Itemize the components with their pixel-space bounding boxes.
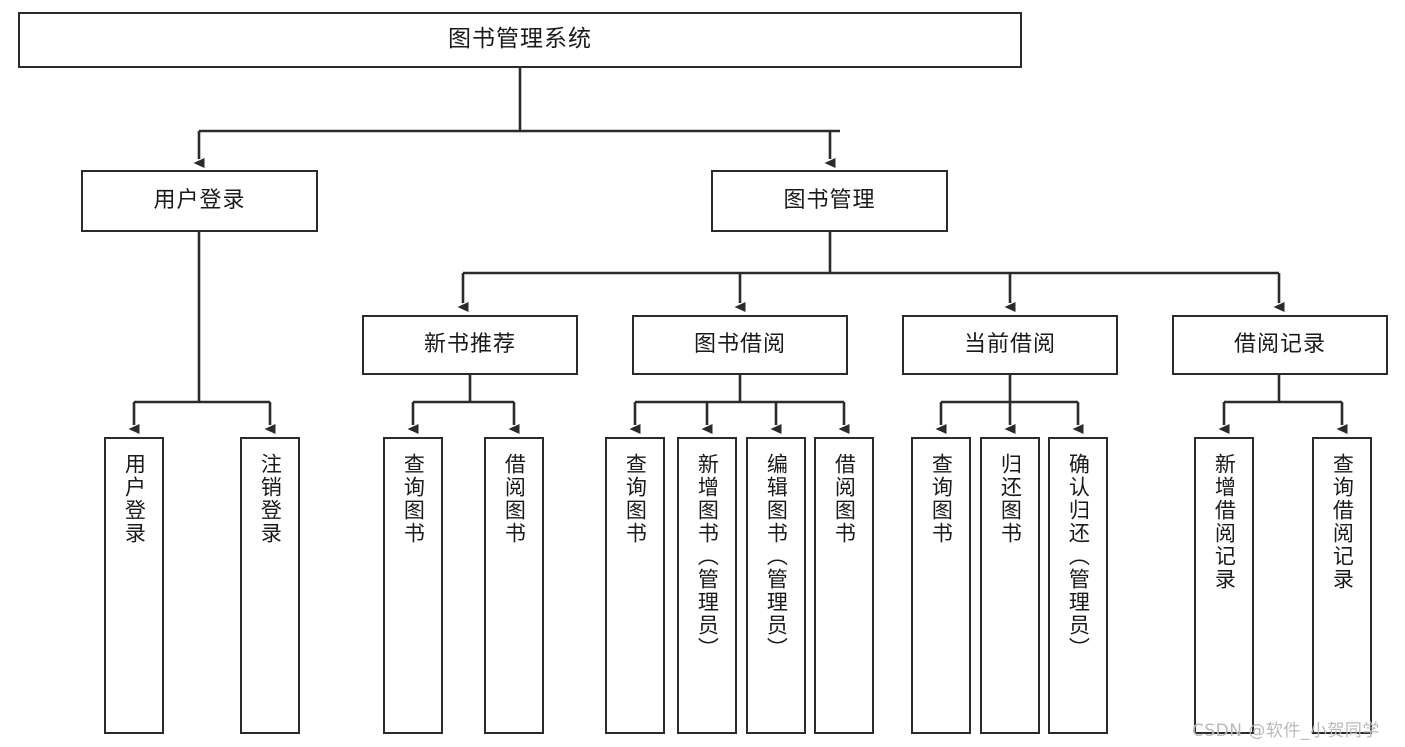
leaf-user-login-logout[interactable]: 注销登录 bbox=[240, 437, 300, 734]
leaf-label: 新增图书（管理员） bbox=[695, 453, 720, 660]
leaf-label: 查询图书 bbox=[929, 453, 954, 545]
leaf-current-return-book[interactable]: 归还图书 bbox=[980, 437, 1040, 734]
leaf-record-add-record[interactable]: 新增借阅记录 bbox=[1194, 437, 1254, 734]
leaf-recommend-borrow-book[interactable]: 借阅图书 bbox=[484, 437, 544, 734]
node-user-login[interactable]: 用户登录 bbox=[81, 170, 318, 232]
leaf-label: 确认归还（管理员） bbox=[1066, 453, 1091, 660]
csdn-watermark: CSDN @软件_小贺同学 bbox=[1192, 721, 1380, 741]
leaf-label: 归还图书 bbox=[998, 453, 1023, 545]
node-current-borrow[interactable]: 当前借阅 bbox=[902, 315, 1118, 375]
leaf-borrow-query-book[interactable]: 查询图书 bbox=[605, 437, 665, 734]
leaf-label: 借阅图书 bbox=[502, 453, 527, 545]
node-book-borrow[interactable]: 图书借阅 bbox=[632, 315, 848, 375]
node-label: 新书推荐 bbox=[423, 331, 516, 357]
node-label: 图书管理 bbox=[783, 187, 876, 213]
node-label: 图书借阅 bbox=[693, 331, 786, 357]
node-label: 用户登录 bbox=[153, 187, 246, 213]
leaf-record-query-record[interactable]: 查询借阅记录 bbox=[1312, 437, 1372, 734]
leaf-recommend-query-book[interactable]: 查询图书 bbox=[383, 437, 443, 734]
node-root-system[interactable]: 图书管理系统 bbox=[18, 12, 1022, 68]
leaf-label: 用户登录 bbox=[122, 453, 147, 545]
leaf-borrow-edit-book-admin[interactable]: 编辑图书（管理员） bbox=[746, 437, 806, 734]
leaf-label: 查询借阅记录 bbox=[1330, 453, 1355, 591]
leaf-current-confirm-return-admin[interactable]: 确认归还（管理员） bbox=[1048, 437, 1108, 734]
node-label: 借阅记录 bbox=[1233, 331, 1326, 357]
node-label: 当前借阅 bbox=[963, 331, 1056, 357]
leaf-label: 新增借阅记录 bbox=[1212, 453, 1237, 591]
leaf-borrow-borrow-book[interactable]: 借阅图书 bbox=[814, 437, 874, 734]
leaf-borrow-add-book-admin[interactable]: 新增图书（管理员） bbox=[677, 437, 737, 734]
leaf-label: 查询图书 bbox=[623, 453, 648, 545]
leaf-current-query-book[interactable]: 查询图书 bbox=[911, 437, 971, 734]
node-label: 图书管理系统 bbox=[448, 26, 592, 53]
leaf-user-login-login[interactable]: 用户登录 bbox=[104, 437, 164, 734]
node-new-book-recommend[interactable]: 新书推荐 bbox=[362, 315, 578, 375]
node-borrow-record[interactable]: 借阅记录 bbox=[1172, 315, 1388, 375]
node-book-management[interactable]: 图书管理 bbox=[711, 170, 948, 232]
leaf-label: 查询图书 bbox=[401, 453, 426, 545]
leaf-label: 注销登录 bbox=[258, 453, 283, 545]
leaf-label: 编辑图书（管理员） bbox=[764, 453, 789, 660]
leaf-label: 借阅图书 bbox=[832, 453, 857, 545]
